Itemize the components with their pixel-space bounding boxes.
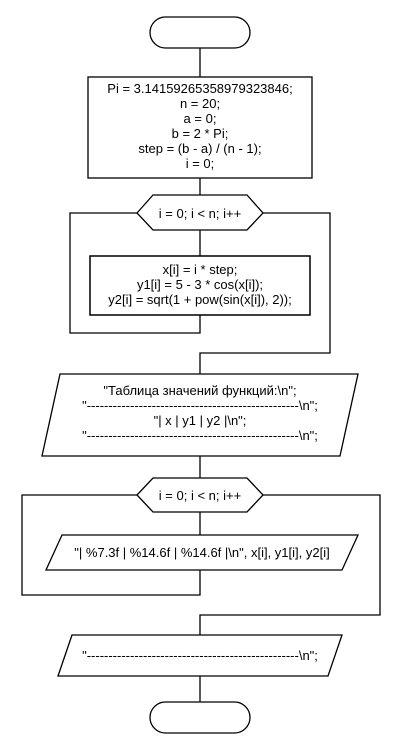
init-line-3: a = 0; xyxy=(184,111,217,126)
connector-loop1-back xyxy=(69,212,201,334)
compute-line-3: y2[i] = sqrt(1 + pow(sin(x[i]), 2)); xyxy=(108,292,292,307)
init-process-shape xyxy=(87,76,313,179)
end-terminator xyxy=(149,701,251,734)
connector-loop2-back xyxy=(21,494,201,596)
start-terminator xyxy=(149,16,251,49)
loop2-hexagon: i = 0; i < n; i++ xyxy=(136,477,264,513)
header-line-3: "| x | y1 | y2 |\n"; xyxy=(154,413,247,428)
init-line-5: step = (b - a) / (n - 1); xyxy=(138,141,261,156)
loop2-shape xyxy=(136,477,264,513)
footer-output-shape xyxy=(57,634,343,677)
end-shape xyxy=(149,701,251,734)
row-output-label: "| %7.3f | %14.6f | %14.6f |\n", x[i], y… xyxy=(74,545,329,560)
start-shape xyxy=(149,16,251,49)
loop1-label: i = 0; i < n; i++ xyxy=(159,206,241,221)
init-line-6: i = 0; xyxy=(186,156,215,171)
init-process-block: Pi = 3.14159265358979323846; n = 20; a =… xyxy=(87,76,313,179)
init-line-1: Pi = 3.14159265358979323846; xyxy=(107,81,292,96)
connector-loop1-exit xyxy=(199,212,331,374)
row-output-block: "| %7.3f | %14.6f | %14.6f |\n", x[i], y… xyxy=(44,534,360,571)
header-line-1: "Таблица значений функций:\n"; xyxy=(103,383,296,398)
connectors xyxy=(21,48,381,702)
header-line-2: "---------------------------------------… xyxy=(82,398,318,413)
connector-loop2-exit xyxy=(199,494,381,635)
compute-line-1: x[i] = i * step; xyxy=(163,262,238,277)
init-line-4: b = 2 * Pi; xyxy=(172,126,229,141)
compute-line-2: y1[i] = 5 - 3 * cos(x[i]); xyxy=(137,277,263,292)
footer-output-block: "---------------------------------------… xyxy=(57,634,343,677)
header-output-shape xyxy=(41,373,359,457)
compute-process-block: x[i] = i * step; y1[i] = 5 - 3 * cos(x[i… xyxy=(89,255,311,316)
compute-process-border xyxy=(89,255,311,316)
header-output-block: "Таблица значений функций:\n"; "--------… xyxy=(41,373,359,457)
loop1-shape xyxy=(136,194,264,231)
loop2-label: i = 0; i < n; i++ xyxy=(159,488,241,503)
footer-output-label: "---------------------------------------… xyxy=(82,648,318,663)
init-line-2: n = 20; xyxy=(180,96,220,111)
row-output-shape xyxy=(44,534,360,571)
header-line-4: "---------------------------------------… xyxy=(82,428,318,443)
loop1-hexagon: i = 0; i < n; i++ xyxy=(136,194,264,231)
